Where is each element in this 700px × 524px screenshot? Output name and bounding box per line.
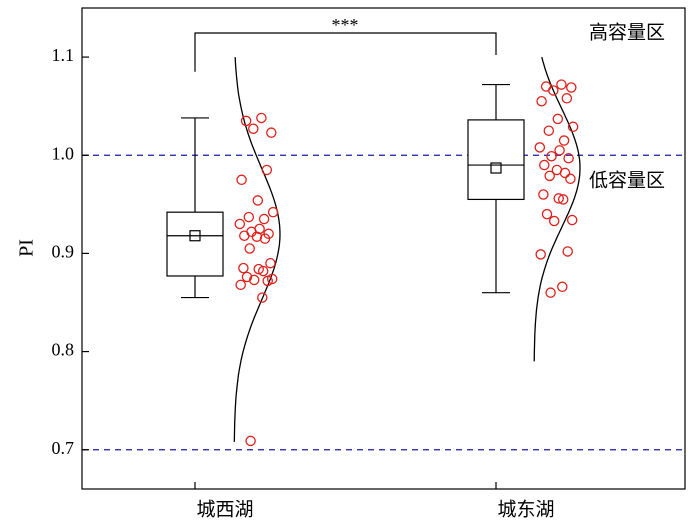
data-point — [561, 93, 573, 104]
data-point — [245, 435, 256, 447]
box-plots — [166, 83, 525, 299]
reference-lines — [82, 154, 685, 451]
data-point — [265, 257, 276, 269]
data-point — [536, 96, 547, 107]
data-point — [554, 145, 565, 156]
low-capacity-zone-label: 低容量区 — [589, 170, 665, 192]
data-point — [535, 249, 546, 260]
data-point — [234, 218, 246, 230]
data-point — [236, 174, 247, 186]
x-category-label: 城西湖 — [196, 499, 253, 521]
data-point — [243, 211, 255, 223]
data-points — [234, 79, 579, 447]
data-point — [563, 152, 574, 164]
data-point — [552, 113, 564, 125]
mean-marker — [189, 230, 201, 242]
data-point — [252, 195, 264, 206]
y-tick-label: 1.1 — [52, 45, 75, 65]
data-point — [261, 164, 273, 176]
data-point — [562, 246, 573, 257]
data-point — [567, 121, 579, 133]
plot-frame — [81, 7, 686, 490]
x-category-label: 城东湖 — [497, 499, 554, 521]
data-point — [553, 193, 564, 204]
data-point — [565, 173, 576, 185]
high-capacity-zone-label: 高容量区 — [589, 22, 665, 44]
significance-label: *** — [332, 15, 359, 35]
iqr-box — [467, 119, 525, 201]
data-point — [538, 189, 549, 200]
data-point — [559, 167, 571, 179]
data-point — [256, 112, 267, 124]
data-point — [566, 214, 578, 226]
data-point — [239, 230, 250, 241]
data-point — [534, 142, 546, 153]
mean-marker — [490, 162, 502, 174]
y-tick-label: 0.7 — [52, 438, 75, 458]
data-point — [548, 215, 560, 227]
data-point — [259, 233, 271, 244]
box-城东湖 — [467, 83, 525, 294]
data-point — [248, 123, 259, 134]
density-curves — [233, 56, 581, 442]
data-point — [548, 85, 559, 96]
data-point — [558, 135, 570, 146]
significance-bracket-line — [194, 32, 497, 72]
y-tick-label: 1.0 — [52, 143, 75, 163]
data-point — [545, 287, 556, 298]
data-point — [566, 82, 577, 93]
data-point — [241, 271, 253, 283]
data-point — [544, 170, 555, 182]
data-point — [267, 206, 279, 218]
data-point — [546, 150, 557, 162]
data-point — [556, 79, 567, 90]
y-tick-label: 0.9 — [52, 242, 75, 262]
data-point — [262, 275, 273, 287]
data-point — [257, 265, 269, 277]
data-point — [238, 262, 249, 274]
iqr-box — [166, 211, 224, 277]
y-tick-label: 0.8 — [52, 340, 75, 360]
axes: 0.7 0.8 0.9 1.0 1.1 城西湖 城东湖 — [52, 7, 686, 521]
data-point — [257, 292, 268, 303]
data-point — [248, 274, 260, 286]
density-curve-城东湖 — [533, 56, 581, 362]
significance-bracket — [194, 32, 497, 72]
y-axis-label: PI — [16, 239, 38, 257]
data-point — [557, 281, 568, 293]
box-城西湖 — [166, 117, 224, 299]
data-point — [235, 279, 246, 291]
data-point — [557, 194, 569, 205]
data-point — [244, 243, 255, 254]
data-point — [539, 159, 550, 171]
data-point — [543, 125, 555, 136]
data-point — [266, 127, 277, 138]
data-point — [541, 208, 553, 220]
data-point — [258, 213, 270, 225]
density-curve-城西湖 — [233, 57, 281, 442]
data-point — [251, 231, 263, 242]
data-point — [240, 115, 252, 127]
